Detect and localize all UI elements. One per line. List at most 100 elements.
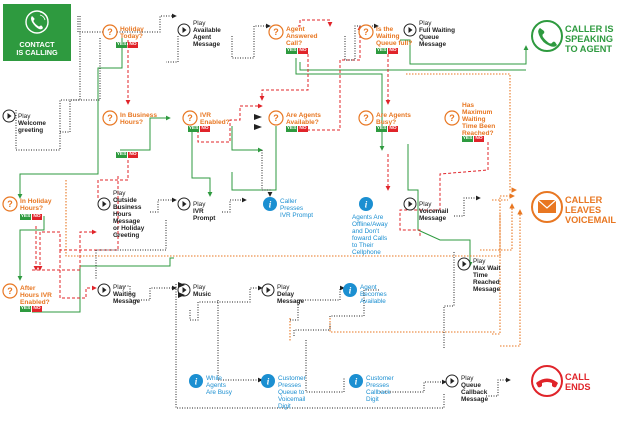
play-max-wait: Max Wait Time Reached Message: [473, 265, 501, 293]
play-icon: [403, 23, 417, 37]
yes-tag: YES: [116, 42, 127, 48]
info-icon: i: [263, 197, 277, 211]
no-tag: NO: [32, 214, 42, 220]
svg-text:i: i: [267, 377, 270, 387]
yes-tag: YES: [376, 126, 387, 132]
info-while-busy: While Agents Are Busy: [206, 375, 232, 396]
play-delay: Delay Message: [277, 291, 304, 305]
no-tag: NO: [128, 152, 138, 158]
no-tag: NO: [298, 126, 308, 132]
entry-arrows: [178, 114, 262, 298]
play-prefix: Play: [193, 20, 206, 27]
svg-text:i: i: [365, 200, 368, 210]
no-tag: NO: [32, 306, 42, 312]
play-icon: [177, 23, 191, 37]
no-tag: NO: [200, 126, 210, 132]
svg-text:?: ?: [187, 113, 193, 123]
no-tag: NO: [474, 136, 484, 142]
no-tag: NO: [388, 126, 398, 132]
no-connectors: [32, 19, 489, 299]
question-queue-full: Is the Waiting Queue full?: [376, 26, 413, 47]
svg-text:i: i: [195, 377, 198, 387]
play-voicemail: Voicemail Message: [419, 208, 449, 222]
info-icon: i: [261, 374, 275, 388]
play-icon: [97, 283, 111, 297]
info-caller-presses-ivr: Caller Presses IVR Prompt: [280, 198, 314, 219]
play-icon: [261, 283, 275, 297]
play-nodes: [2, 23, 471, 388]
question-icon: ?: [102, 110, 118, 126]
phone-ringing-icon: [25, 10, 49, 34]
yes-tag: YES: [462, 136, 473, 142]
question-agents-available: Are Agents Available?: [286, 112, 321, 126]
play-prefix: Play: [113, 284, 126, 291]
play-full-queue: Full Waiting Queue Message: [419, 27, 455, 48]
question-icon: ?: [102, 24, 118, 40]
play-icon: [177, 197, 191, 211]
play-connectors: [15, 13, 511, 409]
question-icon: ?: [268, 110, 284, 126]
info-voicemail-digit: Customer Presses Queue to Voicemail Digi…: [278, 375, 306, 410]
play-music: Music: [193, 291, 212, 298]
play-icon: [445, 374, 459, 388]
question-icon: ?: [268, 24, 284, 40]
yes-connectors: [17, 36, 529, 313]
play-icon: [2, 109, 16, 123]
question-icon: ?: [182, 110, 198, 126]
svg-text:?: ?: [273, 113, 279, 123]
question-icon: ?: [444, 110, 460, 126]
svg-text:i: i: [349, 286, 352, 296]
svg-text:i: i: [269, 200, 272, 210]
start-label: CONTACT IS CALLING: [16, 40, 58, 57]
play-prefix: Play: [473, 258, 486, 265]
outcome-voicemail: CALLER LEAVES VOICEMAIL: [565, 195, 617, 225]
question-ivr-enabled: IVR Enabled?: [200, 112, 230, 126]
no-tag: NO: [298, 48, 308, 54]
info-icon: i: [349, 374, 363, 388]
question-icon: ?: [2, 283, 18, 299]
phone-hangup-icon: [531, 365, 563, 397]
play-prefix: Play: [113, 190, 126, 197]
question-after-hours-ivr: After Hours IVR Enabled?: [20, 285, 52, 306]
svg-text:i: i: [355, 377, 358, 387]
info-callback-digit: Customer Presses Callback Digit: [366, 375, 394, 403]
info-agents-offline: Agents Are Offline/Away and Don't foward…: [352, 214, 388, 256]
phone-speaking-icon: [531, 20, 563, 52]
outcome-speaking: CALLER IS SPEAKING TO AGENT: [565, 24, 614, 54]
info-agent-available: Agent Becomes Available: [360, 284, 387, 305]
play-icon: [403, 197, 417, 211]
question-icon: ?: [358, 110, 374, 126]
play-prefix: Play: [419, 20, 432, 27]
info-icon: i: [189, 374, 203, 388]
yes-tag: YES: [376, 48, 387, 54]
svg-text:?: ?: [7, 199, 13, 209]
play-icon: [97, 197, 111, 211]
yes-tag: YES: [20, 306, 31, 312]
yes-tag: YES: [286, 126, 297, 132]
yes-tag: YES: [188, 126, 199, 132]
play-icon: [177, 283, 191, 297]
question-holiday-hours: In Holiday Hours?: [20, 198, 52, 212]
voicemail-connectors: [65, 73, 523, 347]
yes-tag: YES: [286, 48, 297, 54]
svg-text:?: ?: [273, 27, 279, 37]
play-outside-hours: Outside Business Hours Message or Holida…: [113, 197, 145, 239]
play-prefix: Play: [18, 113, 31, 120]
svg-text:?: ?: [107, 27, 113, 37]
question-business-hours: In Business Hours?: [120, 112, 158, 126]
envelope-icon: [531, 191, 563, 223]
question-holiday-today: Holiday Today?: [120, 26, 144, 40]
play-queue-callback: Queue Callback Message: [461, 382, 488, 403]
play-welcome: Welcome greeting: [18, 120, 46, 134]
play-prefix: Play: [277, 284, 290, 291]
question-max-wait: Has Maximum Waiting Time Been Reached?: [462, 102, 496, 137]
play-prefix: Play: [193, 201, 206, 208]
question-icon: ?: [2, 196, 18, 212]
play-prefix: Play: [419, 201, 432, 208]
play-available-agent: Available Agent Message: [193, 27, 221, 48]
svg-text:?: ?: [107, 113, 113, 123]
play-ivr-prompt: IVR Prompt: [193, 208, 216, 222]
info-icon: i: [359, 197, 373, 211]
question-agents-busy: Are Agents Busy?: [376, 112, 411, 126]
svg-text:?: ?: [363, 113, 369, 123]
